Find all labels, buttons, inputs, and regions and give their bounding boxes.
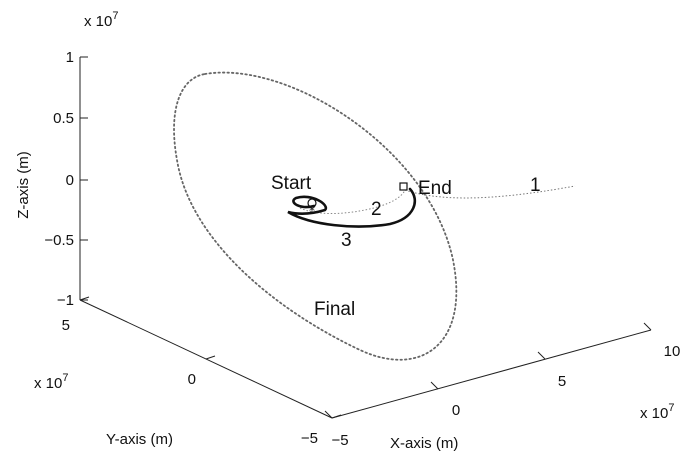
z-tick-label: 0 (66, 172, 74, 189)
label-series-1: 1 (530, 175, 541, 196)
x-axis-label: X-axis (m) (390, 435, 458, 452)
x-tick-mark (324, 410, 333, 419)
x-tick-mark (643, 322, 652, 331)
label-start: Start (271, 173, 312, 194)
z-tick-label: 0.5 (53, 110, 74, 127)
z-tick-label: −0.5 (44, 232, 74, 249)
y-tick-mark (331, 414, 342, 419)
y-tick-mark (79, 296, 90, 301)
x-tick-label: −5 (331, 432, 348, 449)
x-tick-mark (537, 351, 546, 360)
y-tick-label: 5 (62, 317, 70, 334)
x-tick-mark (430, 381, 439, 390)
label-end: End (418, 178, 452, 199)
y-exponent-label: x 107 (34, 372, 68, 392)
x-tick-label: 10 (664, 343, 681, 360)
start-marker (307, 198, 317, 208)
y-tick-label: 0 (188, 371, 196, 388)
end-marker (399, 182, 408, 191)
y-axis-label: Y-axis (m) (106, 431, 173, 448)
z-tick-label: −1 (57, 292, 74, 309)
x-exponent-label: x 107 (640, 402, 674, 422)
z-exponent-label: x 107 (84, 10, 118, 30)
x-tick-label: 5 (558, 373, 566, 390)
final-orbit-ellipse (173, 71, 458, 361)
y-tick-mark (205, 355, 216, 360)
z-axis-label: Z-axis (m) (15, 151, 32, 219)
y-tick-label: −5 (301, 430, 318, 447)
label-series-3: 3 (341, 230, 352, 251)
z-tick-label: 1 (66, 49, 74, 66)
label-series-2: 2 (371, 199, 382, 220)
trajectory-series-3 (287, 187, 416, 228)
trajectory-series-1 (404, 185, 576, 199)
x-axis-line (331, 329, 652, 419)
start-star-marker: * (309, 204, 315, 218)
label-final: Final (314, 299, 355, 320)
x-tick-label: 0 (452, 402, 460, 419)
